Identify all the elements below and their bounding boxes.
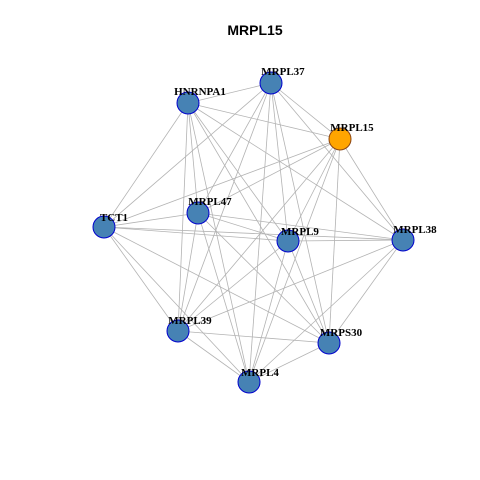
edge-hnrnpa1-mrpl38 — [187, 102, 404, 241]
edge-mrpl37-hnrnpa1 — [187, 82, 272, 104]
node-mrpl37[interactable] — [259, 71, 283, 95]
edge-mrps30-mrpl4 — [248, 342, 330, 383]
edge-mrpl15-tct1 — [103, 138, 341, 228]
edge-mrpl38-mrpl4 — [248, 239, 404, 383]
edge-mrpl38-mrpl39 — [177, 239, 404, 332]
edge-mrpl37-mrpl39 — [177, 82, 272, 332]
edge-mrpl15-mrpl38 — [339, 138, 404, 241]
edge-tct1-mrpl39 — [103, 226, 179, 332]
diagram-title: MRPL15 — [227, 22, 282, 38]
node-label-mrpl39: MRPL39 — [168, 315, 212, 327]
node-label-tct1: TCT1 — [100, 212, 128, 224]
edge-hnrnpa1-mrpl9 — [187, 102, 289, 242]
edge-hnrnpa1-mrpl15 — [187, 102, 341, 140]
node-label-mrpl9: MRPL9 — [281, 226, 319, 238]
edge-mrpl37-mrpl15 — [270, 82, 341, 140]
edge-mrpl15-mrpl9 — [287, 138, 341, 242]
edge-mrpl39-mrpl4 — [177, 330, 250, 383]
edge-tct1-mrpl9 — [103, 226, 289, 242]
node-label-mrpl4: MRPL4 — [241, 367, 279, 379]
edge-mrpl47-tct1 — [103, 212, 199, 228]
node-mrpl9[interactable] — [276, 229, 300, 253]
edge-tct1-mrpl4 — [103, 226, 250, 383]
edge-mrpl15-mrpl47 — [197, 138, 341, 214]
edge-mrpl9-mrps30 — [287, 240, 330, 344]
edge-tct1-mrps30 — [103, 226, 330, 344]
edge-mrpl9-mrpl38 — [287, 239, 404, 242]
edge-mrpl9-mrpl4 — [248, 240, 289, 383]
node-mrpl39[interactable] — [166, 319, 190, 343]
edge-mrpl39-mrps30 — [177, 330, 330, 344]
edge-mrpl37-mrps30 — [270, 82, 330, 344]
edge-mrpl47-mrpl38 — [197, 212, 404, 241]
edge-mrpl15-mrpl39 — [177, 138, 341, 332]
edge-layer — [103, 82, 404, 383]
node-label-mrpl15: MRPL15 — [330, 122, 374, 134]
node-label-mrpl37: MRPL37 — [261, 66, 305, 78]
node-layer — [92, 71, 415, 394]
edge-mrpl47-mrpl4 — [197, 212, 250, 383]
node-mrpl38[interactable] — [391, 228, 415, 252]
edge-mrpl47-mrps30 — [197, 212, 330, 344]
node-mrpl15[interactable] — [328, 127, 352, 151]
edge-mrpl37-mrpl9 — [270, 82, 289, 242]
node-mrps30[interactable] — [317, 331, 341, 355]
node-hnrnpa1[interactable] — [176, 91, 200, 115]
node-label-mrps30: MRPS30 — [320, 327, 363, 339]
edge-mrpl37-tct1 — [103, 82, 272, 228]
edge-hnrnpa1-mrpl39 — [177, 102, 189, 332]
edge-hnrnpa1-tct1 — [103, 102, 189, 228]
edge-mrpl47-mrpl39 — [177, 212, 199, 332]
node-label-mrpl47: MRPL47 — [188, 196, 232, 208]
node-label-hnrnpa1: HNRNPA1 — [174, 86, 226, 98]
node-label-mrpl38: MRPL38 — [393, 224, 437, 236]
node-mrpl47[interactable] — [186, 201, 210, 225]
edge-mrpl15-mrps30 — [328, 138, 341, 344]
node-mrpl4[interactable] — [237, 370, 261, 394]
edge-mrpl15-mrpl4 — [248, 138, 341, 383]
edge-tct1-mrpl38 — [103, 226, 404, 241]
edge-mrpl9-mrpl39 — [177, 240, 289, 332]
edge-mrpl47-mrpl9 — [197, 212, 289, 242]
edge-hnrnpa1-mrps30 — [187, 102, 330, 344]
edge-mrpl37-mrpl47 — [197, 82, 272, 214]
edge-mrpl38-mrps30 — [328, 239, 404, 344]
edge-hnrnpa1-mrpl47 — [187, 102, 199, 214]
edge-mrpl37-mrpl38 — [270, 82, 404, 241]
node-tct1[interactable] — [92, 215, 116, 239]
